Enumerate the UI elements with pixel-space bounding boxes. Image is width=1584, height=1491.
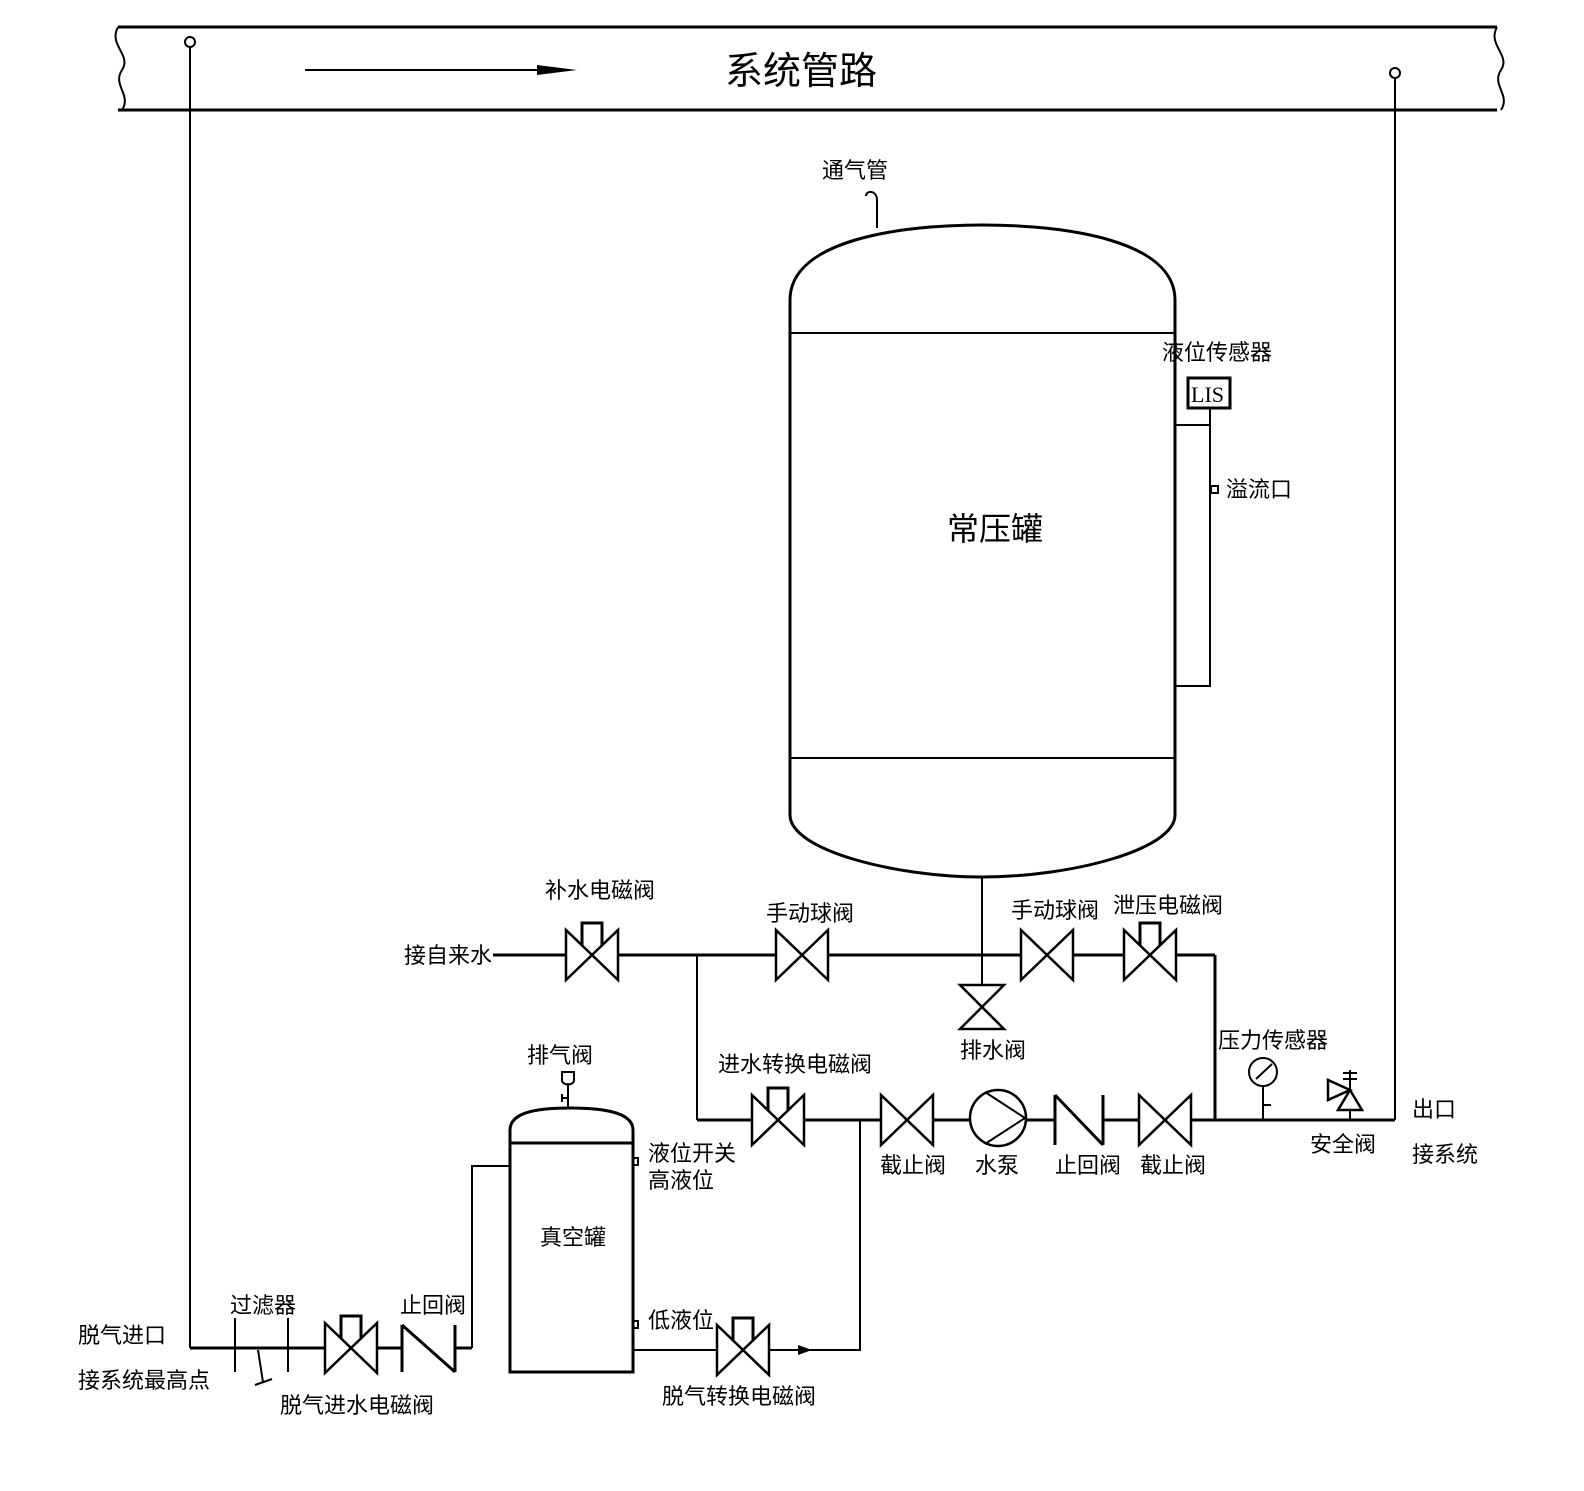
tank-label: 常压罐 bbox=[947, 510, 1043, 548]
low-level-label: 低液位 bbox=[648, 1309, 714, 1334]
check-valve-degas-label: 止回阀 bbox=[400, 1294, 466, 1319]
system-pipe: 系统管路 bbox=[114, 25, 1505, 112]
degas-inlet-solenoid-valve[interactable] bbox=[325, 1316, 377, 1373]
makeup-solenoid-valve[interactable] bbox=[566, 923, 618, 980]
arrow-head-icon bbox=[537, 65, 577, 75]
vent-pipe-label: 通气管 bbox=[822, 159, 888, 184]
vacuum-tank: 真空罐 bbox=[508, 1106, 635, 1374]
stop-valve-right[interactable] bbox=[1137, 1093, 1193, 1147]
check-valve-degas[interactable] bbox=[400, 1323, 457, 1374]
filter-label: 过滤器 bbox=[230, 1294, 296, 1319]
makeup-solenoid-label: 补水电磁阀 bbox=[545, 879, 655, 904]
pressure-gauge-icon bbox=[1248, 1057, 1278, 1120]
exhaust-valve-label: 排气阀 bbox=[527, 1044, 593, 1069]
pressure-sensor-label: 压力传感器 bbox=[1218, 1029, 1328, 1054]
stop-valve-left-label: 截止阀 bbox=[880, 1154, 946, 1179]
level-switch-label: 液位开关 bbox=[648, 1142, 736, 1167]
safety-valve-label: 安全阀 bbox=[1310, 1133, 1376, 1158]
outlet-connect-label: 接系统 bbox=[1412, 1143, 1478, 1168]
tap-water-label: 接自来水 bbox=[404, 944, 492, 969]
water-pump[interactable] bbox=[968, 1088, 1028, 1148]
stop-valve-right-label: 截止阀 bbox=[1140, 1154, 1206, 1179]
manual-ball-left-label: 手动球阀 bbox=[766, 902, 854, 927]
filter-icon bbox=[234, 1318, 289, 1386]
inlet-switch-solenoid-label: 进水转换电磁阀 bbox=[718, 1053, 872, 1078]
lis-tag: LIS bbox=[1191, 382, 1224, 407]
overflow-label: 溢流口 bbox=[1226, 478, 1292, 503]
low-level-switch bbox=[632, 1320, 639, 1329]
overflow-port bbox=[1210, 485, 1219, 494]
exhaust-valve-icon[interactable] bbox=[561, 1071, 575, 1108]
stop-valve-left[interactable] bbox=[879, 1093, 935, 1147]
atmospheric-tank: 常压罐 bbox=[788, 223, 1177, 879]
manual-ball-valve-right[interactable] bbox=[1019, 928, 1075, 982]
check-valve-pump-label: 止回阀 bbox=[1055, 1154, 1121, 1179]
drain-valve[interactable] bbox=[956, 983, 1008, 1031]
high-level-label: 高液位 bbox=[648, 1169, 714, 1194]
degas-inlet-connect-label: 接系统最高点 bbox=[78, 1369, 210, 1394]
check-valve-pump[interactable] bbox=[1053, 1093, 1105, 1147]
system-pipe-title: 系统管路 bbox=[725, 49, 877, 93]
safety-valve-icon[interactable] bbox=[1326, 1070, 1365, 1120]
drain-valve-label: 排水阀 bbox=[960, 1039, 1026, 1064]
relief-solenoid-label: 泄压电磁阀 bbox=[1113, 894, 1223, 919]
pump-label: 水泵 bbox=[975, 1154, 1019, 1179]
degas-switch-solenoid-label: 脱气转换电磁阀 bbox=[662, 1385, 816, 1410]
flow-arrow-icon bbox=[798, 1345, 812, 1355]
tap-point-left bbox=[184, 36, 196, 48]
degas-inlet-solenoid-label: 脱气进水电磁阀 bbox=[280, 1394, 434, 1419]
vent-pipe bbox=[865, 190, 878, 228]
relief-solenoid-valve[interactable] bbox=[1124, 923, 1176, 980]
vacuum-tank-label: 真空罐 bbox=[540, 1226, 606, 1251]
outlet-label: 出口 bbox=[1412, 1098, 1456, 1123]
manual-ball-valve-left[interactable] bbox=[774, 928, 830, 982]
inlet-switch-solenoid-valve[interactable] bbox=[752, 1088, 804, 1145]
degas-switch-solenoid-valve[interactable] bbox=[717, 1318, 769, 1375]
manual-ball-right-label: 手动球阀 bbox=[1011, 899, 1099, 924]
level-sensor-label: 液位传感器 bbox=[1162, 341, 1272, 366]
degas-inlet-label: 脱气进口 bbox=[78, 1324, 166, 1349]
tap-point-right bbox=[1389, 67, 1401, 79]
level-gauge-tube bbox=[1175, 424, 1211, 687]
high-level-switch bbox=[632, 1157, 639, 1166]
